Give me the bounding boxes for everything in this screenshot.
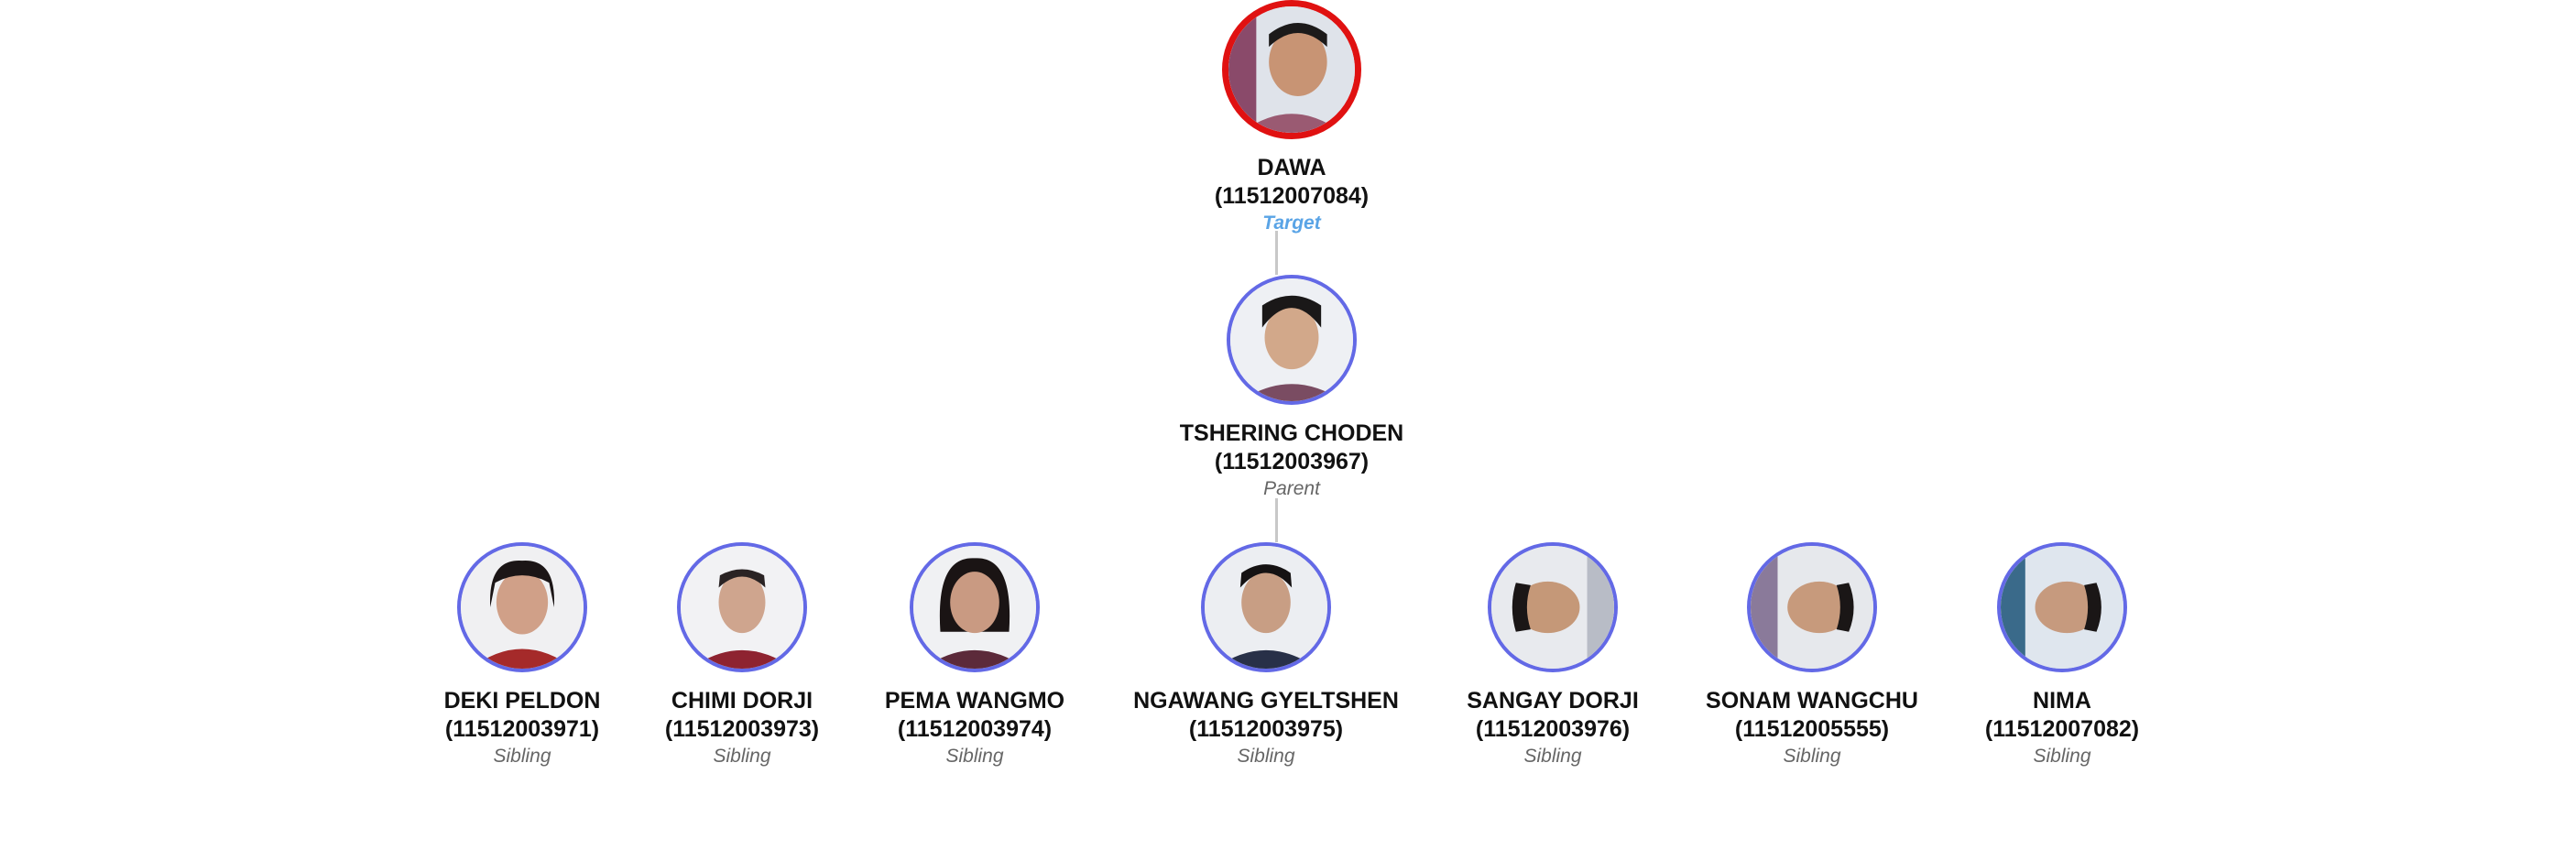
target-avatar[interactable]: [1222, 0, 1361, 139]
parent-node[interactable]: TSHERING CHODEN (11512003967) Parent: [1099, 275, 1484, 501]
sibling-avatar[interactable]: [1201, 542, 1331, 672]
sibling-node[interactable]: DEKI PELDON (11512003971) Sibling: [330, 542, 715, 768]
sibling-name: NGAWANG GYELTSHEN: [1133, 688, 1399, 714]
sibling-name: PEMA WANGMO: [884, 688, 1065, 714]
target-cid: (11512007084): [1214, 183, 1370, 209]
sibling-cid: (11512003975): [1188, 716, 1344, 742]
sibling-relation-label: Sibling: [493, 746, 551, 767]
sibling-avatar[interactable]: [457, 542, 587, 672]
sibling-cid: (11512003971): [444, 716, 600, 742]
sibling-node[interactable]: PEMA WANGMO (11512003974) Sibling: [782, 542, 1167, 768]
sibling-node[interactable]: SANGAY DORJI (11512003976) Sibling: [1360, 542, 1745, 768]
sibling-avatar[interactable]: [1747, 542, 1877, 672]
sibling-avatar[interactable]: [677, 542, 807, 672]
sibling-avatar[interactable]: [1488, 542, 1618, 672]
target-relation-label: Target: [1262, 212, 1321, 234]
person-photo-icon: [913, 546, 1036, 669]
target-node[interactable]: DAWA (11512007084) Target: [1099, 0, 1484, 235]
sibling-cid: (11512003973): [664, 716, 820, 742]
sibling-name: SANGAY DORJI: [1467, 688, 1639, 714]
sibling-cid: (11512003974): [897, 716, 1053, 742]
sibling-avatar[interactable]: [1997, 542, 2127, 672]
sibling-node[interactable]: SONAM WANGCHU (11512005555) Sibling: [1620, 542, 2004, 768]
sibling-name: SONAM WANGCHU: [1706, 688, 1918, 714]
sibling-relation-label: Sibling: [713, 746, 771, 767]
parent-name: TSHERING CHODEN: [1179, 420, 1404, 446]
person-photo-icon: [1228, 6, 1355, 133]
sibling-name: DEKI PELDON: [443, 688, 601, 714]
person-photo-icon: [1491, 546, 1614, 669]
parent-avatar[interactable]: [1227, 275, 1357, 405]
sibling-cid: (11512007082): [1984, 716, 2140, 742]
connector-target-parent: [1275, 231, 1278, 275]
sibling-name: CHIMI DORJI: [671, 688, 813, 714]
sibling-name: NIMA: [2033, 688, 2091, 714]
sibling-cid: (11512005555): [1734, 716, 1890, 742]
sibling-relation-label: Sibling: [945, 746, 1004, 767]
person-photo-icon: [1230, 278, 1353, 401]
person-photo-icon: [681, 546, 803, 669]
sibling-relation-label: Sibling: [1237, 746, 1295, 767]
sibling-avatar[interactable]: [910, 542, 1040, 672]
sibling-relation-label: Sibling: [2033, 746, 2091, 767]
target-name: DAWA: [1257, 155, 1326, 180]
parent-cid: (11512003967): [1214, 449, 1370, 474]
sibling-node[interactable]: NGAWANG GYELTSHEN (11512003975) Sibling: [1074, 542, 1458, 768]
person-photo-icon: [1751, 546, 1873, 669]
person-photo-icon: [2001, 546, 2123, 669]
sibling-relation-label: Sibling: [1523, 746, 1582, 767]
sibling-node[interactable]: NIMA (11512007082) Sibling: [1870, 542, 2254, 768]
person-photo-icon: [1205, 546, 1327, 669]
sibling-relation-label: Sibling: [1783, 746, 1841, 767]
connector-parent-sibling: [1275, 498, 1278, 542]
parent-relation-label: Parent: [1263, 478, 1320, 499]
sibling-cid: (11512003976): [1475, 716, 1631, 742]
sibling-node[interactable]: CHIMI DORJI (11512003973) Sibling: [550, 542, 934, 768]
